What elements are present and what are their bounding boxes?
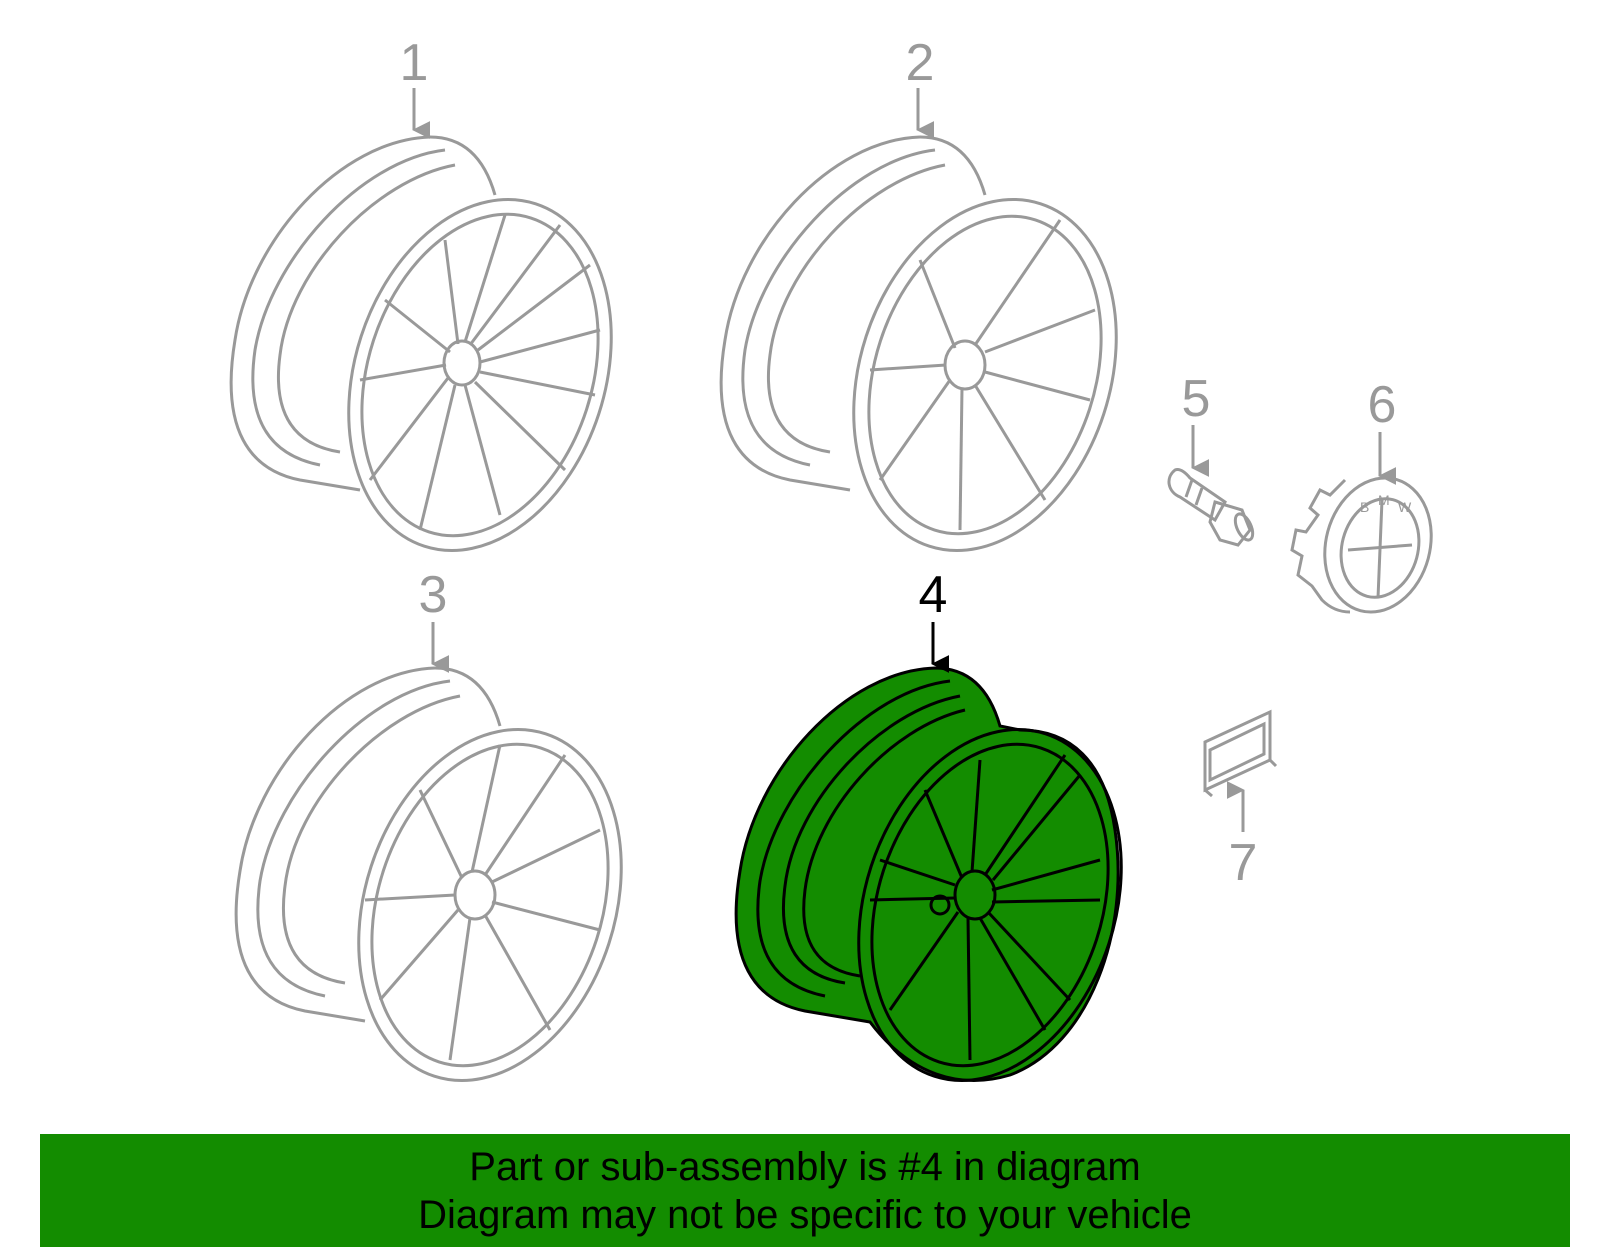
svg-text:B: B [1360,499,1369,515]
banner-line-part: Part or sub-assembly is #4 in diagram [469,1144,1141,1189]
callout-7[interactable]: 7 [1229,834,1258,892]
callout-1[interactable]: 1 [400,34,429,92]
label-plate-icon[interactable] [1203,709,1278,798]
wheel-2-icon[interactable] [719,135,1159,585]
callout-2[interactable]: 2 [906,34,935,92]
info-banner: Part or sub-assembly is #4 in diagram Di… [40,1134,1570,1247]
parts-diagram: 1 2 3 [229,34,1446,1115]
callout-3[interactable]: 3 [419,566,448,624]
hub-cap-icon[interactable]: B M W [1290,466,1446,624]
callout-6[interactable]: 6 [1368,376,1397,434]
wheel-1-icon[interactable] [229,135,654,585]
callout-4[interactable]: 4 [919,566,948,624]
banner-line-disclaimer: Diagram may not be specific to your vehi… [418,1192,1192,1237]
wheel-4-icon[interactable] [734,666,1164,1115]
svg-text:W: W [1398,499,1412,515]
lug-bolt-icon[interactable] [1167,468,1256,547]
callout-5[interactable]: 5 [1182,370,1211,428]
wheel-3-icon[interactable] [234,666,664,1115]
svg-text:M: M [1378,492,1390,508]
